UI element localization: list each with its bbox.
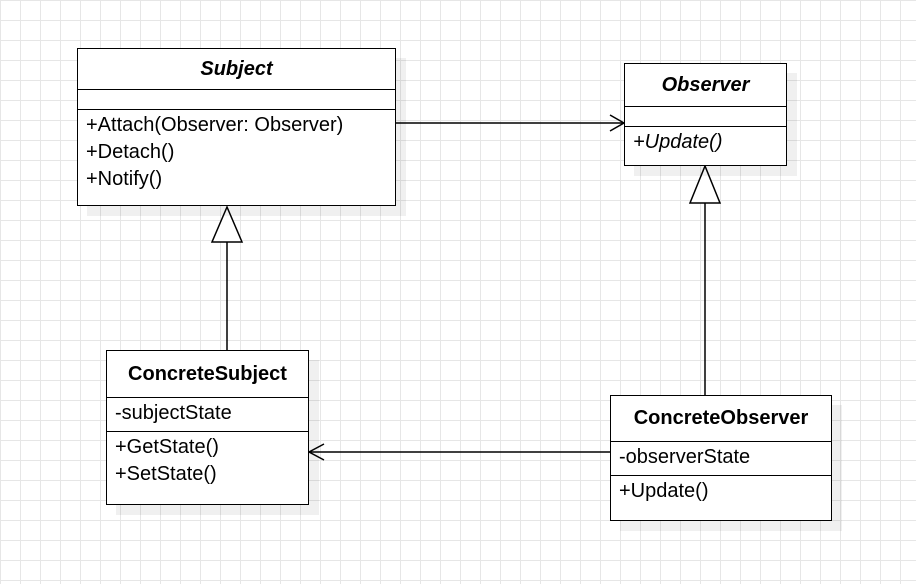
operation: +Detach() (86, 141, 175, 163)
class-observer-name: Observer (625, 64, 786, 107)
class-observer[interactable]: Observer +Update() (624, 63, 787, 166)
class-concrete-subject[interactable]: ConcreteSubject -subjectState +GetState(… (106, 350, 309, 505)
class-concrete-subject-name: ConcreteSubject (107, 351, 308, 398)
attribute: -subjectState (115, 402, 232, 424)
operation: +Attach(Observer: Observer) (86, 114, 344, 136)
association-concreteobserver-concretesubject (307, 443, 610, 461)
class-concrete-subject-operations: +GetState() +SetState() (107, 432, 308, 492)
generalization-concreteobserver-observer (688, 164, 722, 395)
operation: +Update() (619, 480, 709, 502)
class-concrete-observer-operations: +Update() (611, 476, 831, 509)
class-concrete-observer-name: ConcreteObserver (611, 396, 831, 442)
class-observer-attributes (625, 107, 786, 127)
generalization-concretesubject-subject (210, 205, 244, 350)
operation: +SetState() (115, 463, 217, 485)
class-subject[interactable]: Subject +Attach(Observer: Observer) +Det… (77, 48, 396, 206)
attribute: -observerState (619, 446, 751, 468)
class-concrete-observer[interactable]: ConcreteObserver -observerState +Update(… (610, 395, 832, 521)
operation: +Update() (633, 131, 723, 153)
class-subject-name: Subject (78, 49, 395, 90)
class-subject-attributes (78, 90, 395, 110)
class-subject-operations: +Attach(Observer: Observer) +Detach() +N… (78, 110, 395, 197)
operation: +GetState() (115, 436, 219, 458)
operation: +Notify() (86, 168, 163, 190)
class-concrete-subject-attributes: -subjectState (107, 398, 308, 432)
association-subject-observer (396, 114, 626, 132)
class-concrete-observer-attributes: -observerState (611, 442, 831, 476)
class-observer-operations: +Update() (625, 127, 786, 160)
